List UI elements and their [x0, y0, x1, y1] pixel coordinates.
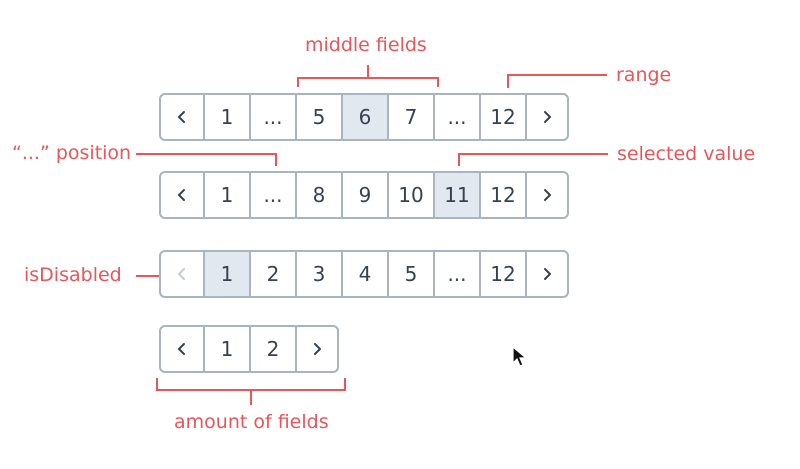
page-number-button[interactable]: 8	[297, 173, 343, 217]
page-number-selected[interactable]: 11	[435, 173, 481, 217]
page-number-button[interactable]: 9	[343, 173, 389, 217]
chevron-right-icon	[544, 268, 551, 280]
chevron-right-icon	[544, 111, 551, 123]
label-range: range	[616, 64, 672, 86]
chevron-right-icon	[314, 343, 321, 355]
page-number-button[interactable]: 1	[205, 95, 251, 139]
ellipsis-field: ...	[435, 95, 481, 139]
page-number-button[interactable]: 3	[297, 252, 343, 296]
page-number-button[interactable]: 4	[343, 252, 389, 296]
page-number-button[interactable]: 12	[481, 173, 527, 217]
next-page-button[interactable]	[527, 252, 567, 296]
page-number-button[interactable]: 2	[251, 327, 297, 371]
page-number-button[interactable]: 12	[481, 252, 527, 296]
prev-page-button	[161, 252, 205, 296]
chevron-left-icon	[178, 111, 185, 123]
page-number-selected[interactable]: 1	[205, 252, 251, 296]
next-page-button[interactable]	[527, 173, 567, 217]
next-page-button[interactable]	[297, 327, 337, 371]
prev-page-button[interactable]	[161, 95, 205, 139]
label-middle-fields: middle fields	[305, 34, 427, 56]
next-page-button[interactable]	[527, 95, 567, 139]
ellipsis-field: ...	[251, 95, 297, 139]
page-number-button[interactable]: 1	[205, 327, 251, 371]
page-number-selected[interactable]: 6	[343, 95, 389, 139]
chevron-right-icon	[544, 189, 551, 201]
label-selected-value: selected value	[617, 143, 756, 165]
mouse-cursor-icon	[512, 346, 528, 367]
ellipsis-field: ...	[251, 173, 297, 217]
label-is-disabled: isDisabled	[24, 264, 122, 286]
page-number-button[interactable]: 5	[297, 95, 343, 139]
page-number-button[interactable]: 12	[481, 95, 527, 139]
page-number-button[interactable]: 10	[389, 173, 435, 217]
page-number-button[interactable]: 5	[389, 252, 435, 296]
label-dots-position: “...” position	[12, 142, 132, 164]
prev-page-button[interactable]	[161, 173, 205, 217]
ellipsis-field: ...	[435, 252, 481, 296]
chevron-left-icon	[178, 268, 185, 280]
label-amount-of-fields: amount of fields	[174, 411, 329, 433]
prev-page-button[interactable]	[161, 327, 205, 371]
chevron-left-icon	[178, 343, 185, 355]
page-number-button[interactable]: 7	[389, 95, 435, 139]
page-number-button[interactable]: 2	[251, 252, 297, 296]
page-number-button[interactable]: 1	[205, 173, 251, 217]
chevron-left-icon	[178, 189, 185, 201]
